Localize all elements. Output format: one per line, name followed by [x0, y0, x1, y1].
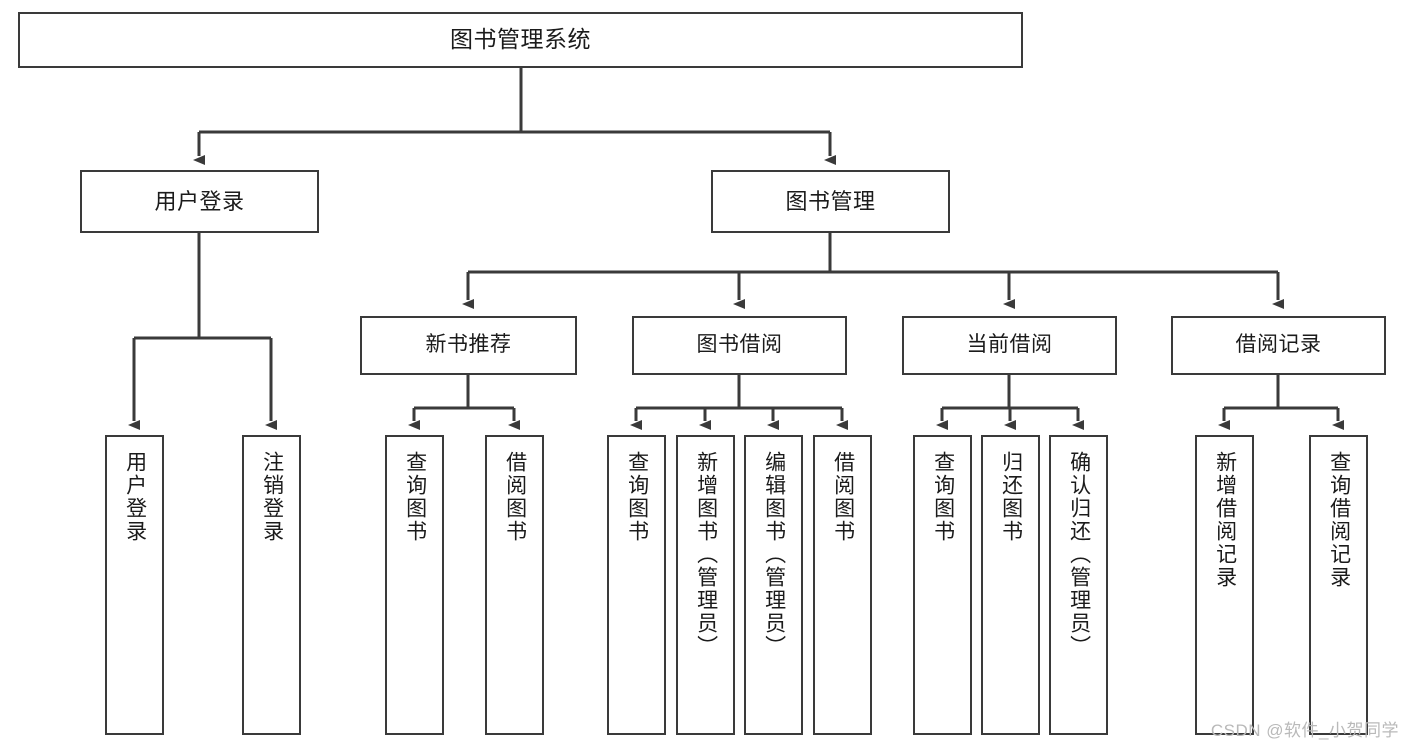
leaf-label: 查询图书 [403, 451, 427, 543]
node-borrow-record[interactable]: 借阅记录 [1171, 316, 1386, 375]
leaf-record-add[interactable]: 新增借阅记录 [1195, 435, 1254, 735]
leaf-label: 查询图书 [931, 451, 955, 543]
leaf-label: 查询借阅记录 [1327, 451, 1351, 589]
leaf-label: 注销登录 [260, 451, 284, 543]
leaf-label: 借阅图书 [503, 451, 527, 543]
leaf-label: 查询图书 [625, 451, 649, 543]
csdn-watermark: CSDN @软件_小贺同学 [1210, 721, 1399, 740]
leaf-label: 借阅图书 [831, 451, 855, 543]
leaf-label: 编辑图书（管理员） [762, 451, 786, 658]
leaf-borrow-add-book[interactable]: 新增图书（管理员） [676, 435, 735, 735]
leaf-user-login-logout[interactable]: 注销登录 [242, 435, 301, 735]
leaf-new-book-borrow[interactable]: 借阅图书 [485, 435, 544, 735]
leaf-borrow-borrow-book[interactable]: 借阅图书 [813, 435, 872, 735]
leaf-current-return-book[interactable]: 归还图书 [981, 435, 1040, 735]
leaf-label: 用户登录 [123, 451, 147, 543]
leaf-label: 新增借阅记录 [1213, 451, 1237, 589]
node-root-system[interactable]: 图书管理系统 [18, 12, 1023, 68]
node-book-borrow[interactable]: 图书借阅 [632, 316, 847, 375]
leaf-record-query[interactable]: 查询借阅记录 [1309, 435, 1368, 735]
node-label: 图书管理系统 [450, 26, 591, 53]
leaf-borrow-edit-book[interactable]: 编辑图书（管理员） [744, 435, 803, 735]
leaf-label: 归还图书 [999, 451, 1023, 543]
node-label: 借阅记录 [1235, 333, 1322, 357]
leaf-label: 新增图书（管理员） [694, 451, 718, 658]
leaf-label: 确认归还（管理员） [1067, 451, 1091, 658]
node-new-book-recommend[interactable]: 新书推荐 [360, 316, 577, 375]
leaf-borrow-query-book[interactable]: 查询图书 [607, 435, 666, 735]
node-label: 当前借阅 [966, 333, 1053, 357]
node-label: 用户登录 [154, 188, 245, 214]
node-label: 图书管理 [785, 188, 876, 214]
leaf-current-confirm-return[interactable]: 确认归还（管理员） [1049, 435, 1108, 735]
node-label: 新书推荐 [425, 333, 512, 357]
leaf-current-query-book[interactable]: 查询图书 [913, 435, 972, 735]
node-book-management[interactable]: 图书管理 [711, 170, 950, 233]
node-current-borrow[interactable]: 当前借阅 [902, 316, 1117, 375]
leaf-user-login-login[interactable]: 用户登录 [105, 435, 164, 735]
node-user-login[interactable]: 用户登录 [80, 170, 319, 233]
node-label: 图书借阅 [696, 333, 783, 357]
leaf-new-book-query[interactable]: 查询图书 [385, 435, 444, 735]
